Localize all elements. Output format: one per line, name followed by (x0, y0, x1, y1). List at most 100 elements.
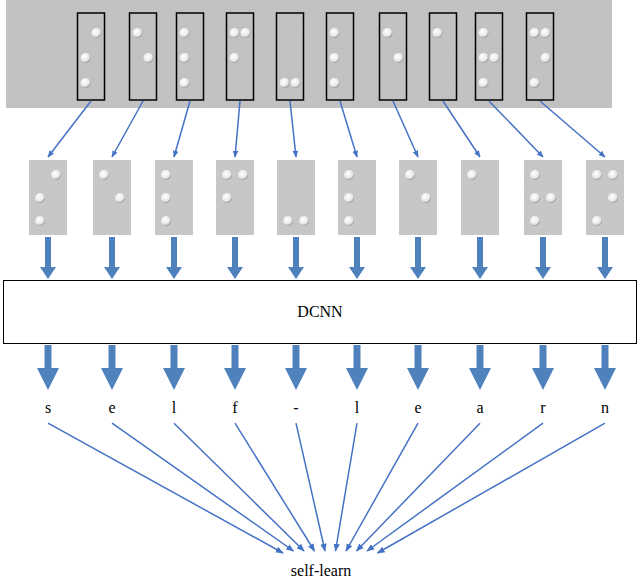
cell-image (586, 160, 624, 235)
braille-dot (230, 28, 240, 38)
braille-dot (530, 28, 540, 38)
braille-dot (608, 170, 618, 180)
braille-cell (277, 13, 304, 100)
result-word: self-learn (290, 561, 352, 580)
braille-cell (527, 13, 554, 100)
braille-dot (433, 28, 443, 38)
cropped-cell (216, 160, 254, 235)
output-character: - (292, 398, 299, 417)
cropped-cell (277, 160, 315, 235)
braille-cell (177, 13, 204, 100)
cell-image (461, 160, 499, 235)
arrow-head (166, 267, 182, 279)
braille-cell (430, 13, 457, 100)
output-character: l (171, 398, 177, 417)
crop-arrow (112, 101, 143, 157)
thick-arrow (415, 237, 421, 268)
braille-dot (133, 28, 143, 38)
braille-dot (81, 53, 91, 63)
thick-arrow (109, 237, 115, 268)
arrow-head (227, 267, 243, 279)
arrow-head (224, 368, 246, 390)
cell-frame (227, 13, 254, 100)
cell-frame (277, 13, 304, 100)
braille-dot (180, 28, 190, 38)
output-character: r (539, 398, 546, 417)
braille-dot (180, 78, 190, 88)
cropped-cell (461, 160, 499, 235)
cell-frame (527, 13, 554, 100)
cropped-cell (586, 160, 624, 235)
thick-arrow (171, 237, 177, 268)
cropped-cell (524, 160, 562, 235)
cell-frame (476, 13, 503, 100)
braille-dot (530, 78, 540, 88)
arrow-head (37, 368, 59, 390)
cell-image (29, 160, 67, 235)
braille-dot (394, 53, 404, 63)
braille-dot (291, 78, 301, 88)
merge-arrow (367, 423, 543, 551)
braille-dot (92, 28, 102, 38)
arrow-head (163, 368, 185, 390)
crop-arrow (235, 101, 240, 157)
cell-frame (380, 13, 407, 100)
braille-dot (81, 78, 91, 88)
braille-dot (99, 170, 109, 180)
arrow-head (407, 368, 429, 390)
braille-dot (238, 170, 248, 180)
crop-arrow (393, 101, 418, 157)
arrow-head (285, 368, 307, 390)
braille-dot (180, 53, 190, 63)
cell-image (524, 160, 562, 235)
cell-image (277, 160, 315, 235)
arrow-head (104, 267, 120, 279)
braille-dot (222, 193, 232, 203)
braille-cell (327, 13, 354, 100)
cell-frame (430, 13, 457, 100)
merge-arrow (174, 423, 304, 551)
braille-dot (344, 216, 354, 226)
braille-dot (115, 193, 125, 203)
braille-dot (479, 78, 489, 88)
cropped-cell (155, 160, 193, 235)
thick-arrow (293, 345, 300, 369)
braille-cell (130, 13, 157, 100)
arrow-head (535, 267, 551, 279)
cropped-cell (93, 160, 131, 235)
cell-image (155, 160, 193, 235)
crop-arrow (48, 101, 91, 157)
output-character: e (107, 398, 116, 417)
braille-dot (161, 193, 171, 203)
merge-arrow (112, 423, 294, 551)
braille-dot (383, 28, 393, 38)
braille-dot (280, 78, 290, 88)
output-character: a (475, 398, 484, 417)
braille-dot (161, 170, 171, 180)
braille-dot (144, 53, 154, 63)
braille-dot (161, 216, 171, 226)
braille-dot (479, 28, 489, 38)
cell-image (338, 160, 376, 235)
output-character: f (231, 398, 238, 417)
merge-arrow (296, 423, 325, 551)
thick-arrow (602, 345, 609, 369)
arrow-head (40, 267, 56, 279)
merge-arrow (336, 423, 358, 551)
arrow-head (597, 267, 613, 279)
arrow-head (349, 267, 365, 279)
thick-arrow (232, 345, 239, 369)
arrow-head (101, 368, 123, 390)
merge-arrow (357, 423, 481, 551)
cell-image (399, 160, 437, 235)
braille-dot (467, 170, 477, 180)
thick-arrow (232, 237, 238, 268)
braille-dot (222, 170, 232, 180)
braille-dot (530, 170, 540, 180)
braille-cell (380, 13, 407, 100)
braille-cell (476, 13, 503, 100)
thick-arrow (354, 237, 360, 268)
braille-dot (530, 216, 540, 226)
crop-arrow (443, 101, 480, 157)
arrow-head (594, 368, 616, 390)
